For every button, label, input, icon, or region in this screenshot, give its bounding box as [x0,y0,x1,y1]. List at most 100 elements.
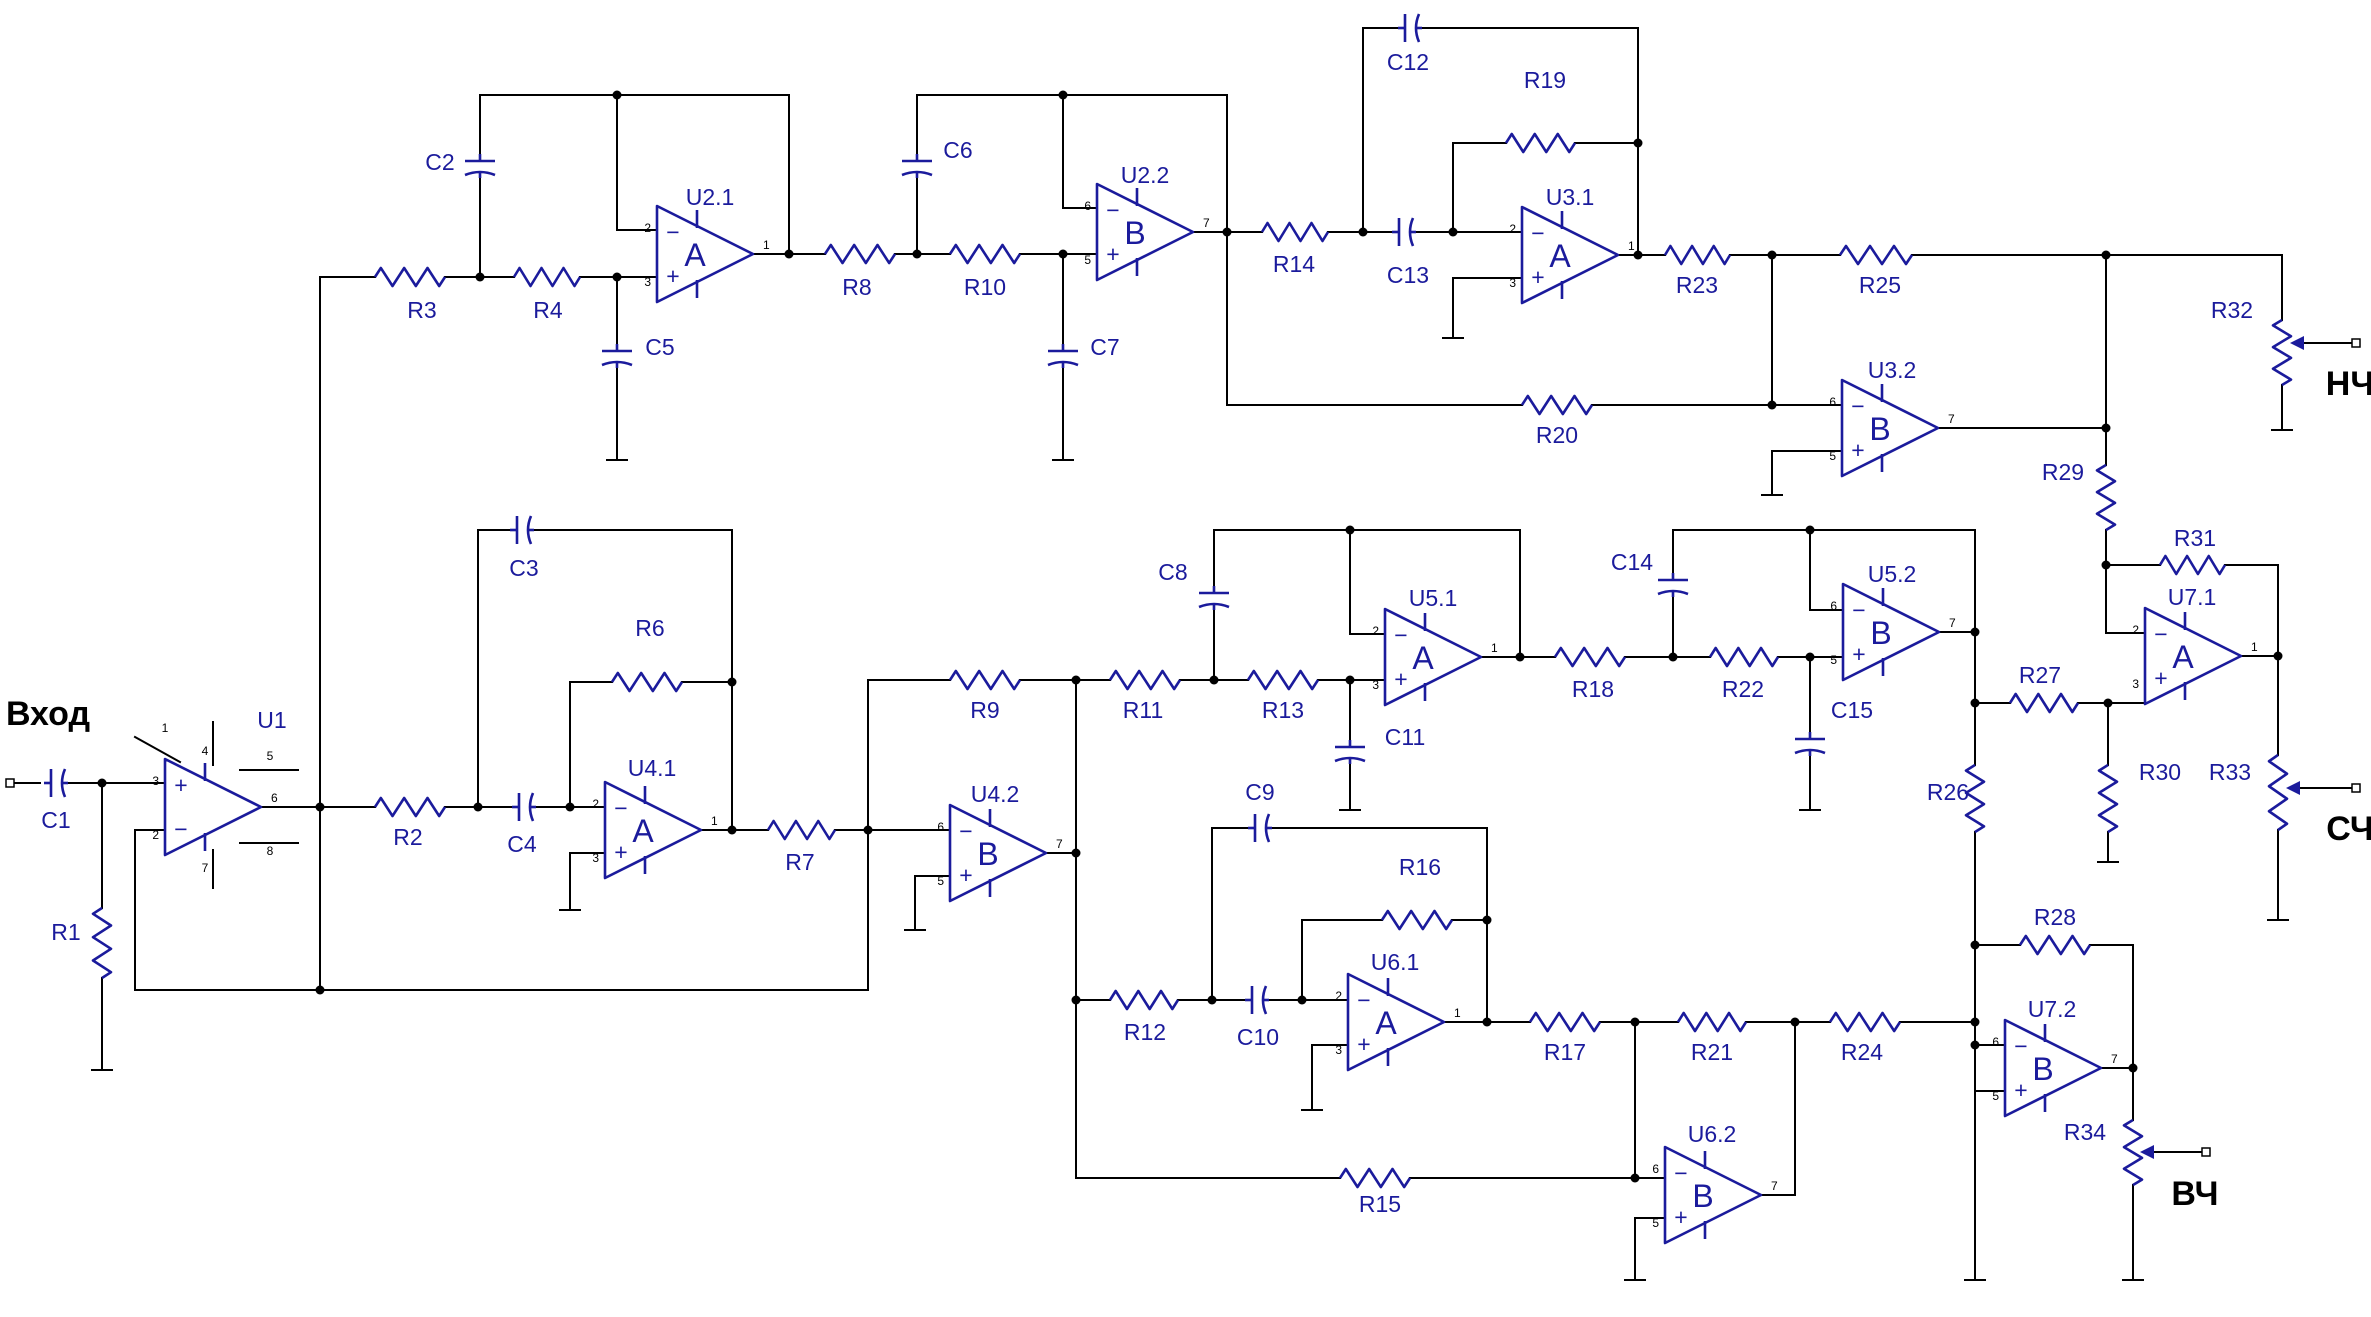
wire [569,681,613,808]
resistor-r21 [1676,1011,1748,1033]
r18-label: R18 [1572,676,1614,702]
opamp-section-letter: B [1870,615,1891,651]
opamp-sign: + [1357,1031,1370,1057]
pin-number: 5 [1829,449,1836,463]
junction-dot [1970,1040,1980,1050]
r28-label: R28 [2034,904,2076,930]
wire [1349,529,1386,635]
pin-number: 7 [2111,1052,2118,1066]
c8-label: C8 [1158,559,1187,585]
junction-dot [473,802,483,812]
pin-number: 2 [1372,624,1379,638]
resistor-r16 [1380,909,1454,931]
junction-dot [1071,848,1081,858]
pin-number: 1 [1628,239,1635,253]
junction-dot [2101,423,2111,433]
resistor-r19 [1504,132,1577,154]
pin-number: 7 [202,861,209,875]
pin-number: 6 [1652,1162,1659,1176]
junction-dot [2128,1063,2138,1073]
junction-dot [97,778,107,788]
r26-label: R26 [1927,779,1969,805]
junction-dot [1668,652,1678,662]
junction-dot [2101,250,2111,260]
opamp-sign: + [1531,264,1544,290]
r20-label: R20 [1536,422,1578,448]
c10-label: C10 [1237,1024,1279,1050]
junction-dot [1970,1017,1980,1027]
junction-dot [727,677,737,687]
wire [1911,254,2283,321]
wire [134,679,869,991]
opamp-sign: − [1106,197,1119,223]
wire [2224,564,2279,657]
resistor-r29 [2095,463,2117,532]
r10-label: R10 [964,274,1006,300]
c5-label: C5 [645,334,674,360]
wire [477,529,511,808]
pin-number: 2 [644,221,651,235]
resistor-r14 [1260,221,1330,243]
wire [1760,1021,1796,1196]
u4.1-label: U4.1 [628,755,677,781]
resistor-r30 [2097,763,2119,834]
junction-dot [1058,249,1068,259]
resistor-r7 [766,819,837,841]
c2-label: C2 [425,149,454,175]
r8-label: R8 [842,274,871,300]
output-terminal [2201,1147,2211,1157]
opamp-sign: + [2154,665,2167,691]
resistor-r2 [373,796,447,818]
opamp-sign: + [1106,241,1119,267]
opamp-section-letter: B [1124,215,1145,251]
capacitor-c5 [601,344,633,368]
opamp-sign: − [1531,220,1544,246]
capacitor-c15 [1794,732,1826,756]
capacitor-c1 [44,768,68,798]
resistor-r26 [1964,763,1986,834]
opamp-section-letter: B [977,836,998,872]
capacitor-c13 [1392,217,1416,247]
resistor-r31 [2158,554,2227,576]
r29-label: R29 [2042,459,2084,485]
wires [5,27,2361,1281]
wire [1211,827,1249,1001]
junction-dot [1633,138,1643,148]
c6-label: C6 [943,137,972,163]
components: +−326−+A231−+B657−+A231−+B657−+A231−+B65… [44,13,2304,1245]
u7.1-label: U7.1 [2168,584,2217,610]
r16-label: R16 [1399,854,1441,880]
c14-label: C14 [1611,549,1653,575]
opamp-sign: + [1394,666,1407,692]
resistor-r33 [2267,753,2289,832]
pin-number: 2 [2132,623,2139,637]
junction-dot [612,90,622,100]
r11-label: R11 [1123,697,1164,723]
junction-dot [784,249,794,259]
capacitor-c2 [464,154,496,178]
pin-number: 1 [763,238,770,252]
junction-dot [1345,675,1355,685]
resistor-r32 [2271,318,2293,387]
c9-label: C9 [1245,779,1274,805]
opamp-sign: − [2154,621,2167,647]
pin-number: 5 [1992,1089,1999,1103]
opamp-sign: + [1852,641,1865,667]
wire [569,852,606,911]
output-high-label: ВЧ [2171,1175,2218,1213]
resistor-r22 [1708,646,1780,668]
pin-number: 3 [2132,677,2139,691]
wire [1362,27,1399,233]
opamp-sign: + [959,862,972,888]
resistor-r34 [2122,1118,2144,1187]
u6.2-label: U6.2 [1688,1121,1737,1147]
wire [133,735,182,764]
opamp-section-letter: B [2032,1051,2053,1087]
c13-label: C13 [1387,262,1429,288]
opamp-sign: + [2014,1077,2027,1103]
capacitor-c7 [1047,344,1079,368]
wire [1634,1217,1666,1281]
